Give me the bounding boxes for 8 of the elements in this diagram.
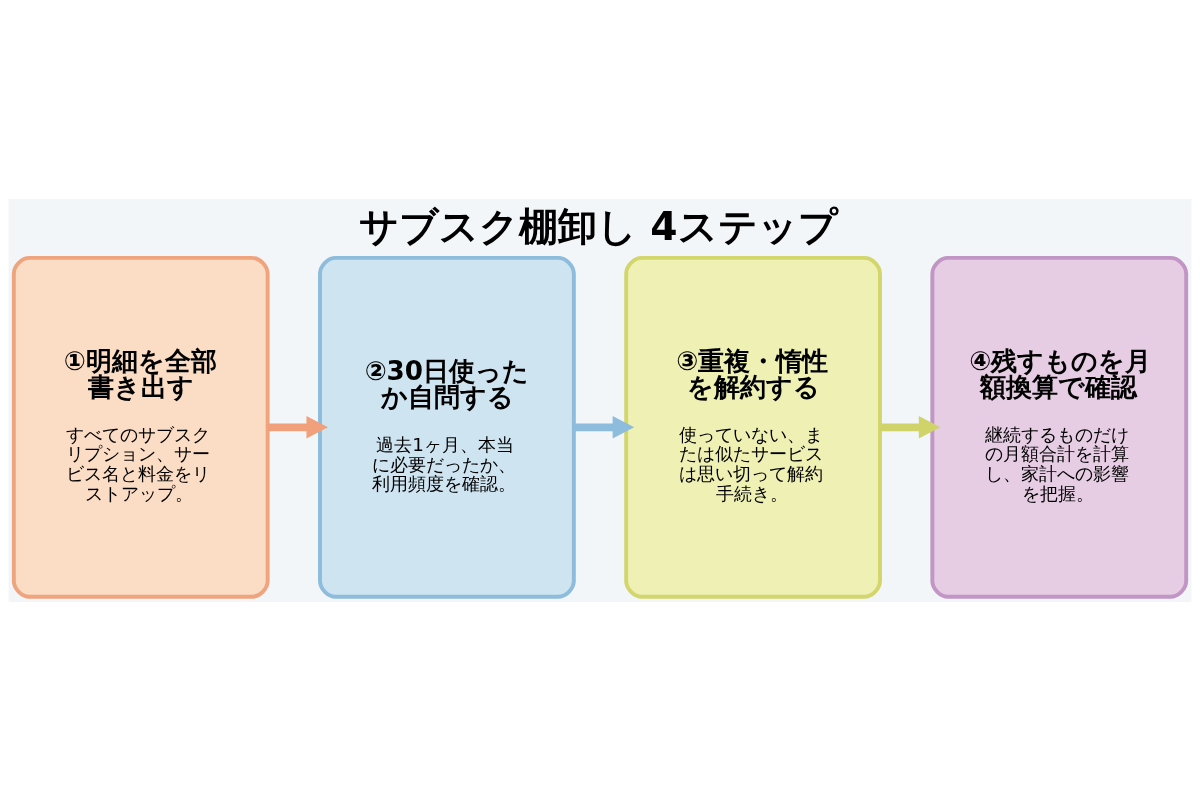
arrow bbox=[267, 415, 328, 439]
diagram-title: サブスク棚卸し 4ステップ bbox=[358, 203, 838, 249]
arrow bbox=[573, 415, 635, 439]
node-box: ②30日使ったか自問する 過去1ヶ月、本当に必要だったか、利用頻度を確認。 bbox=[318, 255, 576, 599]
arrow bbox=[880, 415, 941, 439]
node-box: ①明細を全部書き出す すべてのサブスクリプション、サービス名と料金をリストアップ。 bbox=[11, 255, 270, 599]
node-box: ③重複・惰性を解約する 使っていない、または似たサービスは思い切って解約手続き。 bbox=[624, 255, 882, 599]
node-box: ④残すものを月額換算で確認 継続するものだけの月額合計を計算し、家計への影響を把握。 bbox=[930, 255, 1189, 599]
